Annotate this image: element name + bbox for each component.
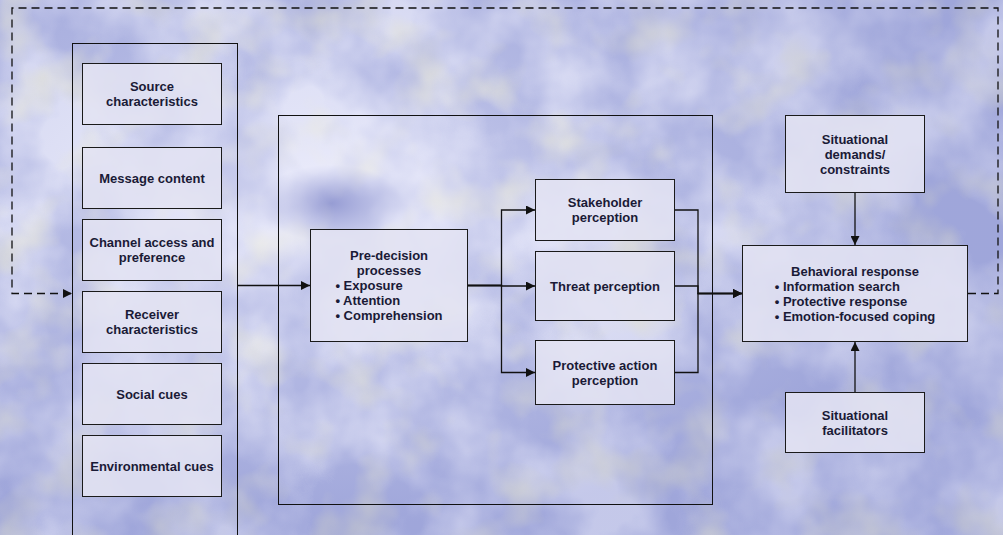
perception-box: Stakeholder perception (535, 179, 675, 241)
flow-arrow (238, 285, 310, 286)
box-label: Behavioral response (791, 264, 919, 279)
box-label: Channel access and preference (89, 235, 215, 265)
box-label: Message content (99, 171, 204, 186)
flow-arrow (854, 342, 855, 392)
flow-arrow (675, 286, 742, 294)
factor-box: Channel access and preference (82, 219, 222, 281)
factor-box: Receiver characteristics (82, 291, 222, 353)
box-label: Threat perception (550, 279, 660, 294)
flow-arrow (675, 210, 742, 294)
situation-box: Situational demands/ constraints (785, 115, 925, 193)
box-label: Protective action perception (542, 358, 668, 388)
perception-box: Threat perception (535, 251, 675, 321)
factor-box: Social cues (82, 363, 222, 425)
bullet-item: • Information search (775, 279, 936, 294)
flow-arrow (854, 193, 855, 245)
bullet-list: • Information search• Protective respons… (775, 279, 936, 324)
flow-arrow (468, 210, 535, 286)
process-box: Pre-decision processes• Exposure• Attent… (310, 229, 468, 342)
box-label: Situational facilitators (792, 408, 918, 438)
box-label: Stakeholder perception (542, 195, 668, 225)
factor-box: Message content (82, 147, 222, 209)
bullet-item: • Attention (335, 293, 442, 308)
box-label: Situational demands/ constraints (792, 132, 918, 177)
input-group: Source characteristicsMessage contentCha… (72, 43, 238, 535)
bullet-item: • Comprehension (335, 308, 442, 323)
box-label: Pre-decision processes (317, 248, 461, 278)
bullet-item: • Protective response (775, 294, 936, 309)
factor-box: Source characteristics (82, 63, 222, 125)
bullet-list: • Exposure• Attention• Comprehension (335, 278, 442, 323)
box-label: Environmental cues (90, 459, 214, 474)
process-group: Pre-decision processes• Exposure• Attent… (278, 115, 713, 505)
flow-arrow (468, 286, 535, 373)
box-label: Social cues (116, 387, 188, 402)
factor-box: Environmental cues (82, 435, 222, 497)
box-label: Source characteristics (89, 79, 215, 109)
bullet-item: • Emotion-focused coping (775, 309, 936, 324)
box-label: Receiver characteristics (89, 307, 215, 337)
situation-box: Situational facilitators (785, 392, 925, 453)
response-box: Behavioral response• Information search•… (742, 245, 968, 342)
flow-arrow (675, 294, 742, 373)
bullet-item: • Exposure (335, 278, 442, 293)
perception-box: Protective action perception (535, 340, 675, 405)
